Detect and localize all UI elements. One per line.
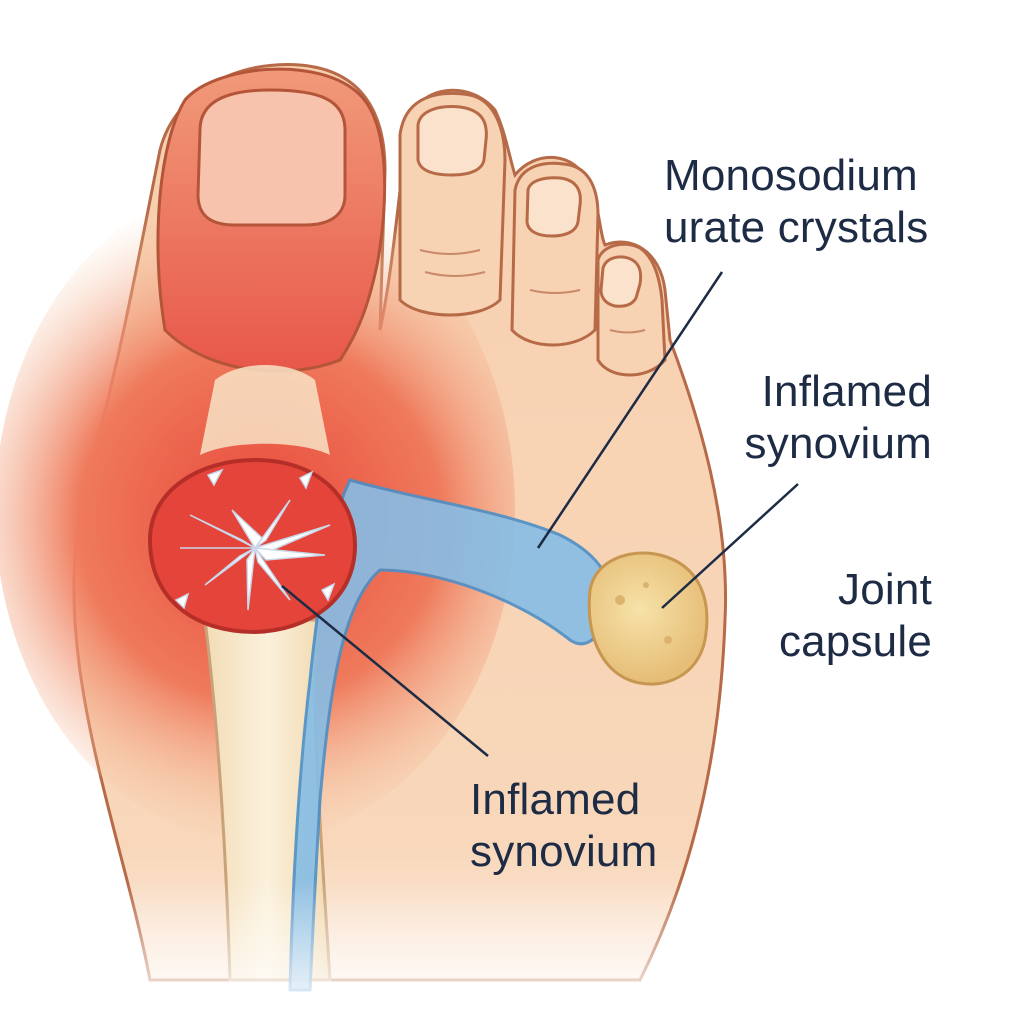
label-inflamed-synovium-lower: Inflamed synovium	[470, 775, 658, 876]
label-joint-capsule: Joint capsule	[778, 565, 932, 666]
third-toenail	[525, 176, 582, 238]
big-toenail	[196, 88, 347, 227]
joint-capsule	[587, 551, 709, 686]
synovium-band	[288, 478, 613, 992]
label-monosodium-urate-crystals: Monosodium urate crystals	[664, 151, 929, 252]
phalanx-bone	[200, 365, 330, 455]
fourth-toenail	[599, 255, 643, 308]
leader-lines	[281, 271, 799, 757]
second-toenail	[416, 105, 488, 177]
toe-creases	[419, 249, 646, 334]
label-inflamed-synovium-upper: Inflamed synovium	[744, 367, 932, 468]
urate-crystals	[174, 468, 336, 611]
